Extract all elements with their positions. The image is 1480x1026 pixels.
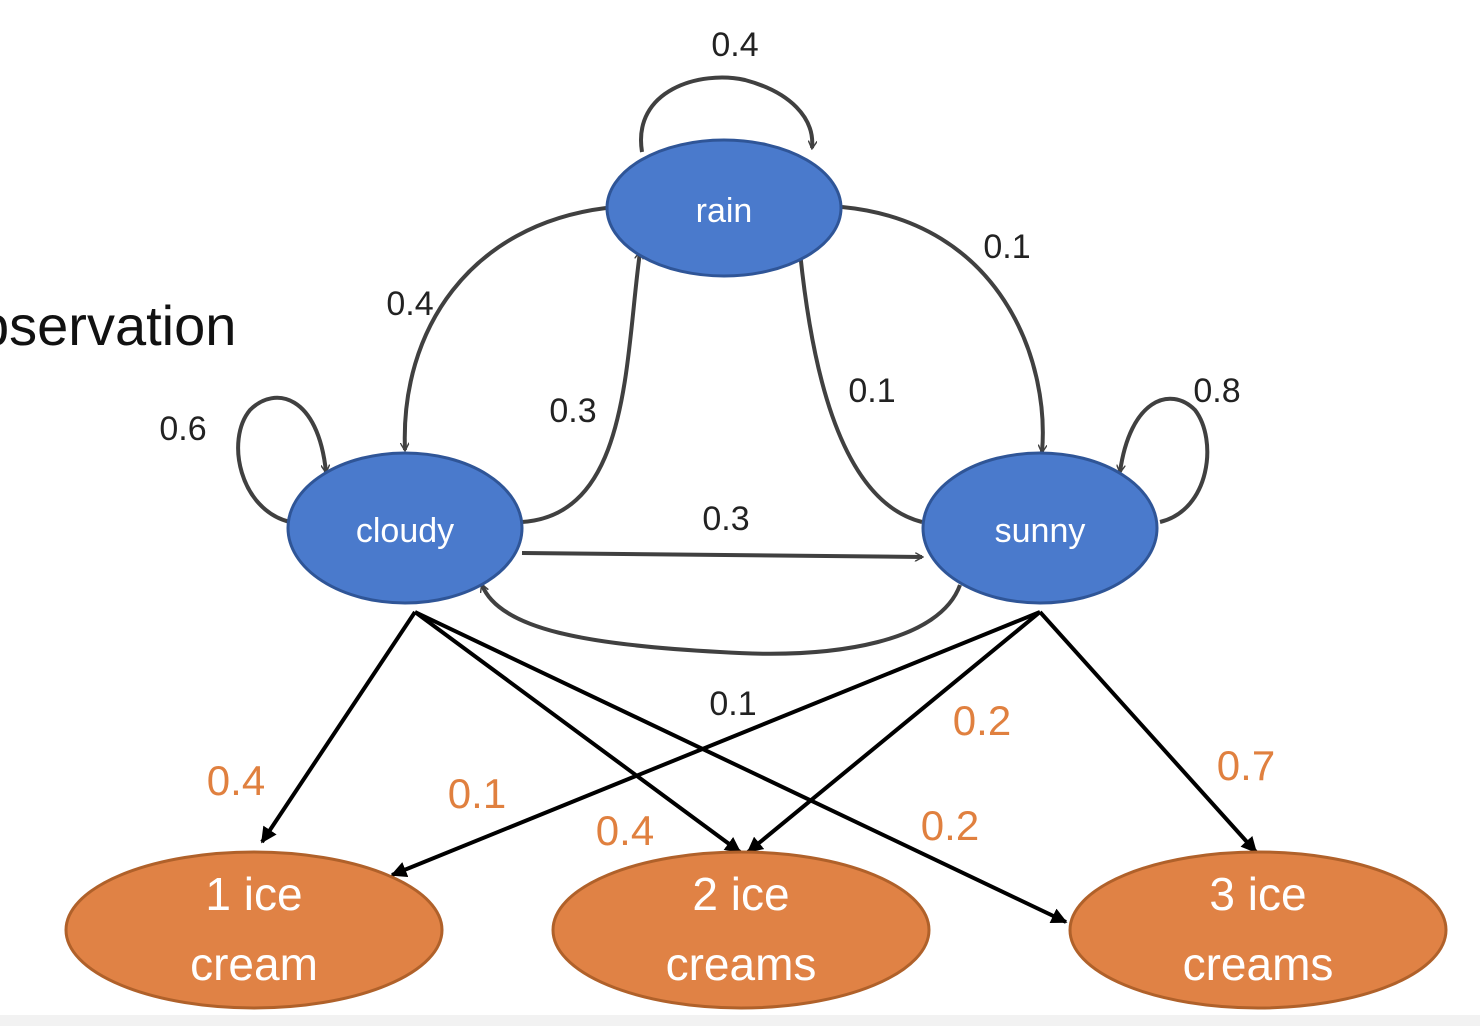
node-obs3: 3 ice creams — [1068, 850, 1448, 1010]
transition-labels: 0.4 0.4 0.1 0.6 0.3 0.3 0.8 0.1 0.1 — [159, 26, 1240, 723]
edge-sunny-cloudy — [482, 585, 962, 656]
edge-sunny-obs1 — [390, 610, 1041, 877]
edge-sunny-sunny — [1120, 396, 1210, 524]
edge-sunny-obs3 — [1038, 610, 1258, 854]
label-cloudy-obs1: 0.4 — [207, 757, 265, 804]
label-rain-cloudy: 0.4 — [386, 285, 433, 323]
label-rain-rain: 0.4 — [711, 26, 758, 64]
label-sunny-cloudy: 0.1 — [709, 685, 756, 723]
node-obs1-line1: 1 ice — [205, 868, 302, 920]
transition-edges — [236, 75, 1210, 656]
node-obs3-line2: creams — [1183, 938, 1334, 990]
edge-rain-rain — [639, 75, 812, 153]
node-sunny-label: sunny — [995, 512, 1086, 550]
edge-cloudy-cloudy — [236, 395, 326, 524]
edge-cloudy-obs2 — [413, 610, 742, 854]
label-cloudy-obs2: 0.4 — [596, 807, 654, 854]
label-cloudy-sunny: 0.3 — [702, 500, 749, 538]
label-cloudy-cloudy: 0.6 — [159, 410, 206, 448]
observation-side-text: bservation — [0, 294, 236, 357]
label-sunny-obs3: 0.7 — [1217, 742, 1275, 789]
edge-cloudy-obs1 — [260, 610, 417, 844]
edge-cloudy-obs3 — [414, 610, 1068, 924]
node-obs3-line1: 3 ice — [1209, 868, 1306, 920]
emission-labels: 0.4 0.4 0.2 0.1 0.2 0.7 — [207, 697, 1275, 854]
node-obs2-line2: creams — [666, 938, 817, 990]
node-obs1-line2: cream — [190, 938, 318, 990]
node-obs1: 1 ice cream — [64, 850, 444, 1010]
label-rain-sunny: 0.1 — [983, 228, 1030, 266]
bottom-strip — [0, 1015, 1480, 1026]
edge-cloudy-rain — [521, 252, 640, 524]
edge-sunny-obs2 — [746, 610, 1042, 854]
label-cloudy-obs3: 0.2 — [921, 802, 979, 849]
node-rain: rain — [605, 138, 843, 278]
node-cloudy: cloudy — [286, 451, 524, 605]
edge-sunny-rain — [800, 252, 923, 524]
node-obs2-line1: 2 ice — [692, 868, 789, 920]
label-sunny-sunny: 0.8 — [1193, 372, 1240, 410]
node-obs2: 2 ice creams — [551, 850, 931, 1010]
label-sunny-obs1: 0.1 — [448, 770, 506, 817]
node-cloudy-label: cloudy — [356, 512, 454, 550]
edge-rain-sunny — [841, 205, 1043, 452]
emission-edges — [260, 610, 1258, 924]
edge-cloudy-sunny — [521, 551, 922, 557]
label-sunny-rain: 0.1 — [848, 372, 895, 410]
label-sunny-obs2: 0.2 — [953, 697, 1011, 744]
node-rain-label: rain — [696, 192, 753, 230]
edge-rain-cloudy — [405, 206, 607, 450]
node-sunny: sunny — [921, 451, 1159, 605]
label-cloudy-rain: 0.3 — [549, 392, 596, 430]
